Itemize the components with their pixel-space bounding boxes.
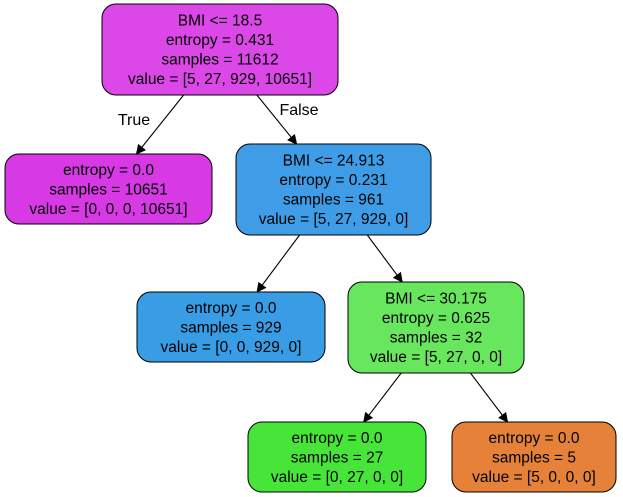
node-text-value: value = [5, 0, 0, 0] [472, 469, 596, 486]
tree-nodes: BMI <= 18.5 entropy = 0.431 samples = 1161… [4, 3, 617, 493]
node-text-entropy: entropy = 0.625 [382, 310, 490, 327]
node-text-value: value = [5, 27, 929, 10651] [128, 71, 312, 88]
tree-node-root: BMI <= 18.5 entropy = 0.431 samples = 1161… [101, 3, 339, 96]
node-box [347, 281, 525, 374]
node-box [101, 3, 339, 96]
node-text-value: value = [0, 0, 929, 0] [161, 339, 302, 356]
edge-label-true: True [118, 112, 150, 129]
edge-split-bmi-24-to-split-bmi-30 [366, 234, 403, 283]
edge-root-to-split-bmi-24: False [256, 94, 319, 145]
node-box [451, 421, 617, 493]
tree-edges: True False [118, 94, 509, 423]
node-text-value: value = [5, 27, 929, 0] [259, 211, 409, 228]
node-box [4, 153, 213, 225]
node-text-entropy: entropy = 0.0 [292, 430, 383, 447]
edge-split-bmi-30-to-leaf-5 [469, 372, 509, 423]
node-text-samples: samples = 929 [180, 319, 281, 336]
node-text-bmi: BMI <= 18.5 [178, 13, 262, 30]
tree-node-split-bmi-24: BMI <= 24.913 entropy = 0.231 samples = 96… [235, 143, 432, 236]
edge-split-bmi-24-to-leaf-929 [256, 234, 301, 293]
node-text-samples: samples = 961 [283, 192, 384, 209]
node-text-value: value = [0, 27, 0, 0] [271, 469, 403, 486]
node-text-samples: samples = 27 [291, 449, 384, 466]
edge-root-to-leaf-left-1: True [118, 94, 185, 155]
node-text-samples: samples = 11612 [161, 52, 278, 69]
tree-node-leaf-left-1: entropy = 0.0 samples = 10651 value = [0, … [4, 153, 213, 225]
node-text-entropy: entropy = 0.0 [489, 430, 580, 447]
edge-arrow [256, 94, 298, 145]
node-text-value: value = [0, 0, 0, 10651] [29, 201, 187, 218]
node-text-entropy: entropy = 0.231 [279, 172, 387, 189]
node-text-value: value = [5, 27, 0, 0] [370, 349, 502, 366]
edge-arrow [135, 94, 185, 155]
node-text-samples: samples = 32 [390, 330, 483, 347]
node-text-entropy: entropy = 0.431 [166, 32, 274, 49]
edge-label-false: False [279, 102, 318, 119]
node-text-bmi: BMI <= 30.175 [385, 291, 487, 308]
edge-arrow [366, 234, 403, 283]
tree-node-leaf-27: entropy = 0.0 samples = 27 value = [0, 27,… [247, 421, 427, 493]
tree-node-leaf-929: entropy = 0.0 samples = 929 value = [0, 0,… [136, 291, 326, 363]
node-text-entropy: entropy = 0.0 [186, 300, 277, 317]
node-box [247, 421, 427, 493]
node-box [235, 143, 432, 236]
node-text-bmi: BMI <= 24.913 [283, 153, 385, 170]
edge-arrow [363, 372, 402, 423]
tree-node-leaf-5: entropy = 0.0 samples = 5 value = [5, 0, 0… [451, 421, 617, 493]
edge-split-bmi-30-to-leaf-27 [363, 372, 402, 423]
node-text-samples: samples = 5 [492, 449, 576, 466]
node-text-entropy: entropy = 0.0 [63, 162, 154, 179]
tree-node-split-bmi-30: BMI <= 30.175 entropy = 0.625 samples = 32… [347, 281, 525, 374]
node-text-samples: samples = 10651 [49, 181, 167, 198]
node-box [136, 291, 326, 363]
edge-arrow [256, 234, 301, 293]
edge-arrow [469, 372, 509, 423]
